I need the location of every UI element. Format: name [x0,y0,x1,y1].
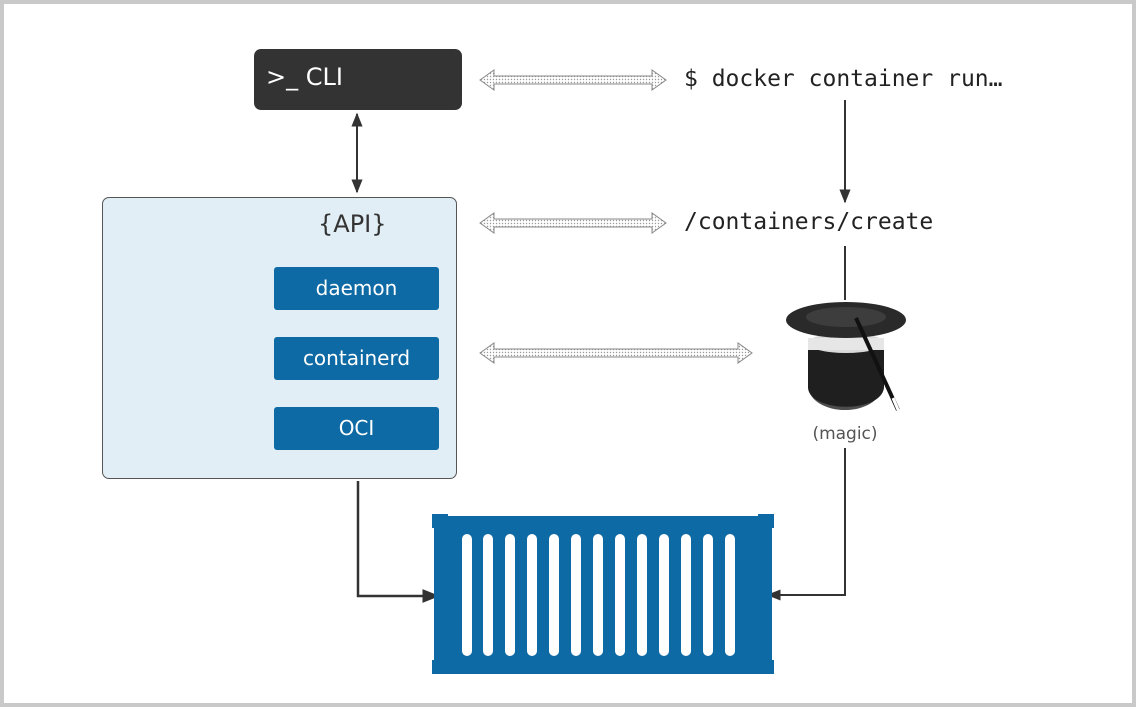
engine-magic-equivalence-arrow [479,342,753,364]
layer-daemon: daemon [274,267,439,310]
layer-oci: OCI [274,407,439,450]
shipping-container-icon [432,514,774,674]
api-endpoint-equivalence-arrow [479,212,667,234]
cli-box: >_ CLI [254,49,462,110]
api-label: {API} [318,210,387,238]
magic-label: (magic) [812,424,878,444]
magic-to-container-arrow [766,448,846,601]
layer-containerd: containerd [274,337,439,380]
cli-label: >_ CLI [266,63,343,91]
containers-create-endpoint: /containers/create [684,209,934,235]
engine-to-container-arrow [356,481,440,603]
cli-command-equivalence-arrow [479,69,667,91]
magic-top-hat-icon [786,302,906,413]
docker-run-command: $ docker container run… [684,66,1003,92]
